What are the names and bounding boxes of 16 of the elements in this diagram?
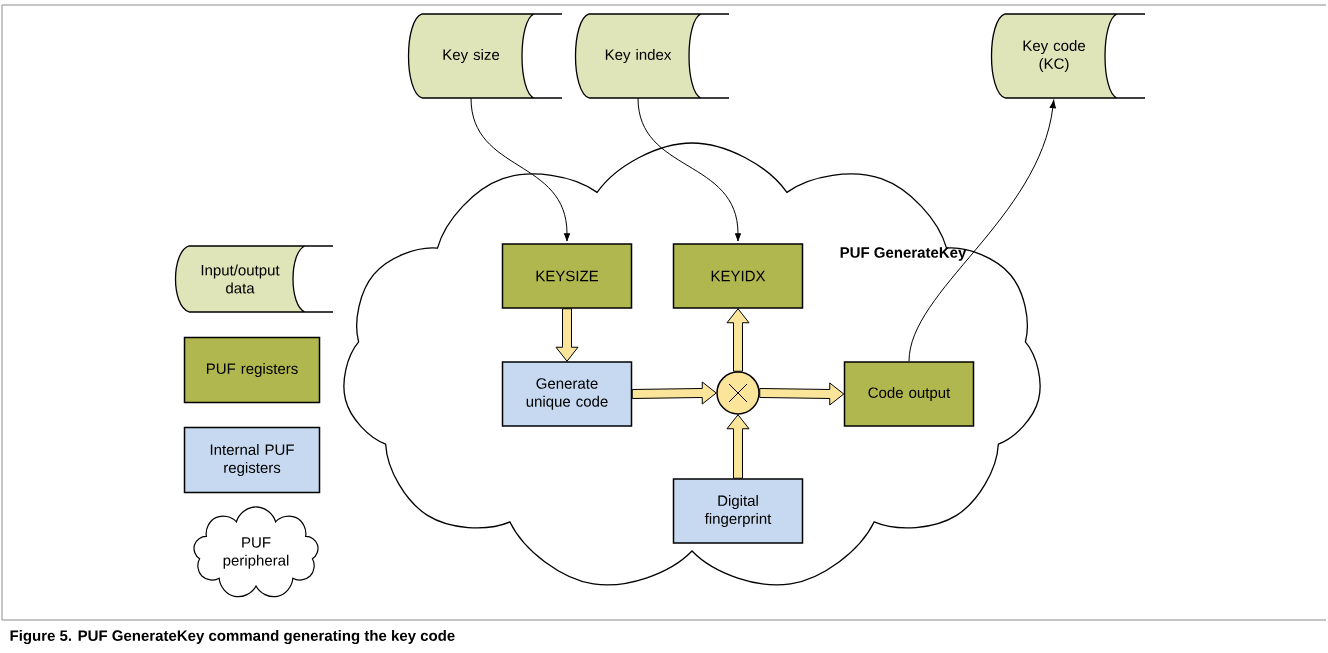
multiply-circle: [716, 371, 760, 415]
register-box: Generate unique code: [501, 361, 633, 427]
legend-cloud: PUF peripheral: [193, 506, 319, 598]
register-box: Code output: [843, 361, 975, 427]
block-arrow: [759, 382, 845, 406]
block-arrow: [726, 414, 750, 479]
figure-caption: Figure 5. PUF GenerateKey command generating the key code: [10, 629, 455, 644]
arrow: [470, 97, 571, 242]
register-box: KEYIDX: [672, 243, 804, 309]
arrow: [908, 99, 1056, 362]
arrow: [637, 97, 742, 242]
register-box: Digital fingerprint: [672, 478, 804, 544]
block-arrow: [726, 308, 750, 372]
register-box: KEYSIZE: [501, 243, 633, 309]
block-arrow: [631, 381, 717, 405]
block-arrow: [555, 308, 579, 362]
